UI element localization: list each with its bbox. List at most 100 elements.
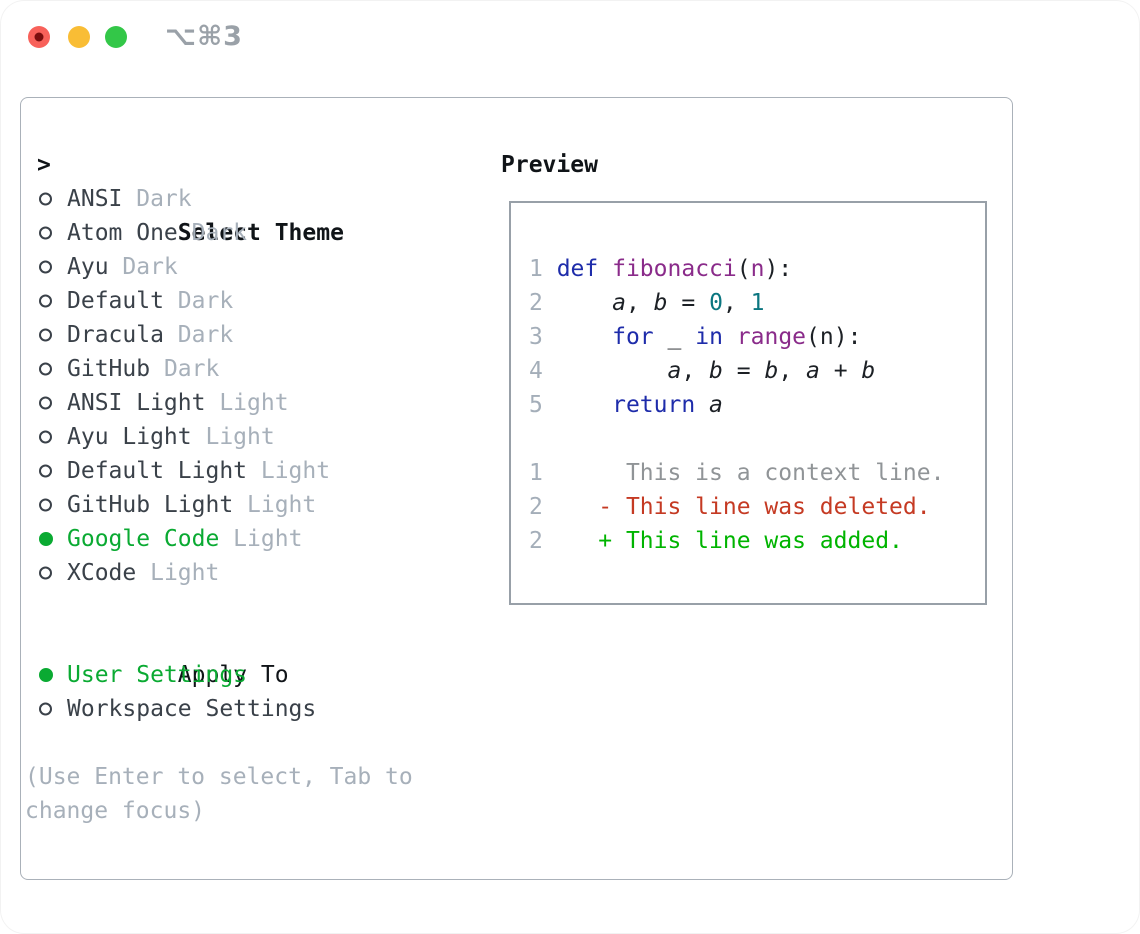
diff-line-text: This is a context line. — [542, 460, 945, 486]
theme-name-label: GitHub — [67, 355, 151, 382]
code-token — [723, 324, 737, 350]
code-token: 1 — [750, 290, 765, 316]
radio-circle-icon — [39, 260, 52, 273]
radio-circle-icon — [39, 226, 52, 239]
line-number: 4 — [529, 358, 557, 384]
code-token: a — [612, 290, 626, 316]
chevron-icon: > — [37, 151, 51, 178]
diff-line-text: - This line was deleted. — [542, 494, 931, 520]
code-token: for — [612, 324, 654, 350]
diff-preview: 1 This is a context line.2 - This line w… — [529, 456, 985, 558]
code-token: b — [709, 358, 723, 384]
radio-circle-icon — [39, 430, 52, 443]
code-line: 4 a, b = b, a + b — [529, 354, 985, 388]
code-token: b — [861, 358, 876, 384]
theme-list-item[interactable]: Dracula Dark — [25, 318, 485, 352]
apply-to-option[interactable]: User Settings — [25, 658, 485, 692]
theme-list-item[interactable]: Google Code Light — [25, 522, 485, 556]
theme-list-item[interactable]: GitHub Dark — [25, 352, 485, 386]
radio-circle-icon — [39, 328, 52, 341]
theme-list-item[interactable]: Default Dark — [25, 284, 485, 318]
theme-list-item[interactable]: Default Light Light — [25, 454, 485, 488]
window-shortcut-label: ⌥⌘3 — [165, 21, 243, 52]
apply-option-label: Workspace Settings — [67, 695, 317, 722]
theme-name-label: Google Code — [67, 525, 220, 552]
radio-circle-icon — [39, 294, 52, 307]
code-token: , — [681, 358, 710, 384]
theme-variant-label: Light — [247, 457, 331, 484]
code-line: 3 for _ in range(n): — [529, 320, 985, 354]
theme-list-item[interactable]: Atom One Dark — [25, 216, 485, 250]
code-token: 0 — [709, 290, 723, 316]
theme-variant-label: Dark — [163, 321, 234, 348]
code-token: , — [625, 290, 654, 316]
radio-circle-icon — [39, 464, 52, 477]
code-token: a — [667, 358, 682, 384]
code-token: range — [736, 324, 807, 350]
select-theme-header-label: Select Theme — [177, 219, 344, 246]
diff-line-context: 1 This is a context line. — [529, 456, 985, 490]
code-line: 5 return a — [529, 388, 985, 422]
theme-name-label: ANSI Light — [67, 389, 206, 416]
spacer — [25, 590, 485, 624]
theme-name-label: Atom One — [67, 219, 178, 246]
select-theme-header: > Select Theme — [25, 148, 485, 246]
close-button[interactable] — [28, 26, 50, 48]
code-token — [557, 392, 612, 418]
code-token — [681, 324, 695, 350]
radio-circle-icon — [39, 702, 52, 715]
theme-name-label: Ayu — [67, 253, 109, 280]
code-token: _ — [667, 324, 682, 350]
theme-list-item[interactable]: ANSI Light Light — [25, 386, 485, 420]
line-number: 2 — [529, 528, 543, 554]
code-token: ( — [736, 256, 751, 282]
theme-name-label: XCode — [67, 559, 137, 586]
code-token: , — [722, 290, 751, 316]
radio-circle-icon — [39, 498, 52, 511]
theme-variant-label: Light — [205, 389, 289, 416]
code-token: , — [778, 358, 807, 384]
code-token: a — [806, 358, 820, 384]
code-line: 2 a, b = 0, 1 — [529, 286, 985, 320]
minimize-button[interactable] — [68, 26, 90, 48]
theme-name-label: Default — [67, 287, 164, 314]
theme-variant-label: Dark — [122, 185, 192, 212]
theme-list-item[interactable]: GitHub Light Light — [25, 488, 485, 522]
code-token: + — [819, 358, 862, 384]
code-token — [695, 392, 709, 418]
code-token — [557, 358, 668, 384]
code-token — [557, 324, 612, 350]
code-token — [654, 324, 668, 350]
zoom-button[interactable] — [105, 26, 127, 48]
line-number: 5 — [529, 392, 557, 418]
code-token: b — [764, 358, 779, 384]
code-token: in — [695, 324, 723, 350]
theme-name-label: Ayu Light — [67, 423, 192, 450]
diff-line-deleted: 2 - This line was deleted. — [529, 490, 985, 524]
theme-list-item[interactable]: ANSI Dark — [25, 182, 485, 216]
theme-variant-label: Light — [191, 423, 275, 450]
code-token: ): — [764, 256, 793, 282]
apply-to-header: Apply To — [25, 624, 485, 688]
theme-variant-label: Light — [219, 525, 303, 552]
radio-circle-icon — [39, 566, 52, 579]
theme-list-item[interactable]: Ayu Dark — [25, 250, 485, 284]
titlebar: ⌥⌘3 — [0, 0, 1140, 74]
theme-variant-label: Dark — [163, 287, 234, 314]
theme-name-label: Dracula — [67, 321, 164, 348]
radio-circle-icon — [39, 192, 52, 205]
theme-list-item[interactable]: XCode Light — [25, 556, 485, 590]
theme-variant-label: Light — [233, 491, 317, 518]
theme-name-label: GitHub Light — [67, 491, 234, 518]
spacer — [529, 422, 985, 456]
radio-circle-icon — [39, 362, 52, 375]
theme-list-item[interactable]: Ayu Light Light — [25, 420, 485, 454]
apply-to-option[interactable]: Workspace Settings — [25, 692, 485, 726]
code-token: a — [709, 392, 723, 418]
radio-circle-icon — [39, 396, 52, 409]
theme-name-label: ANSI — [67, 185, 123, 212]
theme-variant-label: Light — [136, 559, 220, 586]
code-token: = — [722, 358, 765, 384]
